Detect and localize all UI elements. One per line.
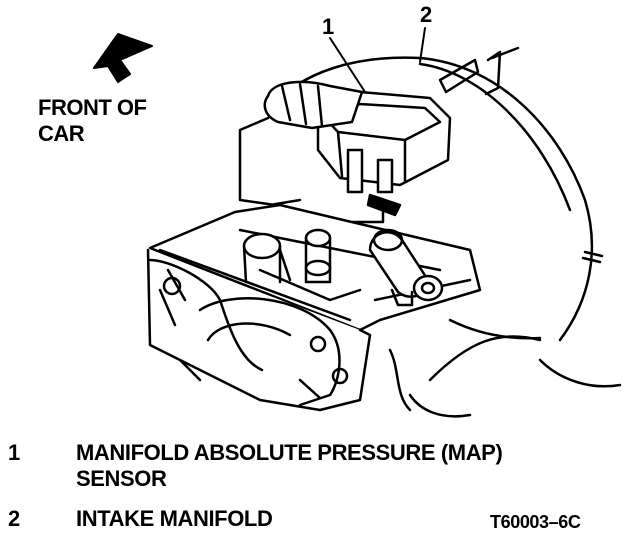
manifold-front (146, 248, 372, 412)
engine-block (388, 318, 542, 412)
front-of-car-line2: CAR (38, 121, 85, 146)
legend-item-1-line2: SENSOR (76, 466, 167, 491)
front-of-car-label: FRONT OF CAR (38, 95, 147, 147)
map-sensor (263, 80, 452, 234)
callout-1-leader (329, 37, 366, 93)
vacuum-fittings (242, 228, 444, 307)
mounting-bracket (238, 116, 302, 207)
legend-item-2-label: INTAKE MANIFOLD (76, 506, 273, 531)
legend-item-1-number: 1 (8, 440, 20, 465)
map-sensor-illustration: 1 2 (93, 2, 622, 418)
figure-id: T60003–6C (490, 512, 581, 532)
legend-item-1-label: MANIFOLD ABSOLUTE PRESSURE (MAP) SENSOR (76, 440, 596, 492)
callout-2-number: 2 (420, 2, 432, 27)
callout-2-leader (419, 27, 426, 63)
callout-1-number: 1 (322, 14, 334, 39)
front-arrow-icon (93, 33, 153, 83)
legend-item-2-number: 2 (8, 506, 20, 531)
legend-item-1-line1: MANIFOLD ABSOLUTE PRESSURE (MAP) (76, 440, 503, 465)
front-of-car-line1: FRONT OF (38, 95, 147, 120)
